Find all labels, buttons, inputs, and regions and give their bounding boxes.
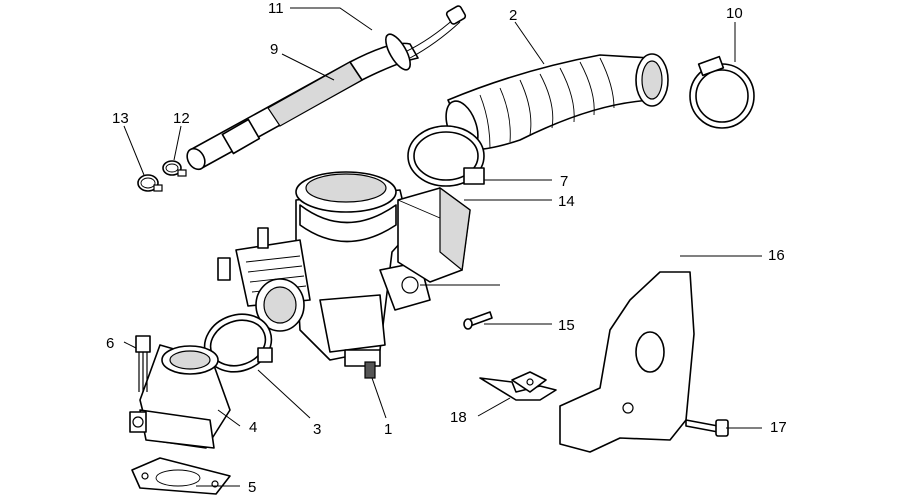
- callout-15: 15: [558, 317, 575, 334]
- callout-7: 7: [560, 173, 568, 190]
- callout-16: 16: [768, 247, 785, 264]
- part-17-bolt: [685, 419, 729, 437]
- part-16-heat-shield: [559, 271, 695, 453]
- callout-2: 2: [509, 7, 517, 24]
- part-9-hose: [186, 5, 467, 171]
- part-1-carburetor: [217, 171, 431, 379]
- callout-14: 14: [558, 193, 575, 210]
- callout-10: 10: [726, 5, 743, 22]
- leader-lines: [123, 7, 762, 487]
- part-13-clamp: [137, 174, 163, 192]
- part-14-actuator: [397, 186, 471, 283]
- callout-13: 13: [112, 110, 129, 127]
- callout-3: 3: [313, 421, 321, 438]
- callout-17: 17: [770, 419, 787, 436]
- part-7-clamp: [407, 125, 485, 187]
- callout-labels: 1 2 3 4 5 6 7 9 10 11 12 13 14 15 16 17 …: [106, 0, 787, 496]
- part-18-bracket: [479, 371, 557, 401]
- part-2-intake-duct: [445, 53, 669, 152]
- callout-11: 11: [268, 0, 284, 17]
- callout-9: 9: [270, 41, 278, 58]
- callout-12: 12: [173, 110, 190, 127]
- callout-1: 1: [384, 421, 392, 438]
- part-10-hose-clamp: [689, 55, 755, 129]
- part-3-clamp: [203, 313, 273, 373]
- part-6-bolt: [135, 335, 151, 392]
- callout-4: 4: [249, 419, 257, 436]
- part-5-gasket: [131, 457, 231, 495]
- callout-18: 18: [450, 409, 467, 426]
- part-4-intake-manifold: [129, 344, 231, 449]
- callout-5: 5: [248, 479, 256, 496]
- part-15-screw: [463, 311, 493, 330]
- part-12-clamp: [162, 160, 187, 177]
- callout-6: 6: [106, 335, 114, 352]
